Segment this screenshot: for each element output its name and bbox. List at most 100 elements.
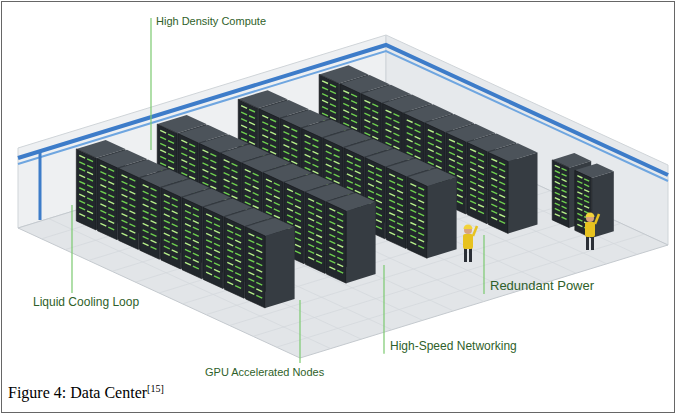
leader-line bbox=[150, 18, 151, 150]
status-light bbox=[193, 208, 199, 211]
status-light bbox=[368, 197, 374, 200]
server-rack bbox=[488, 143, 537, 233]
status-light bbox=[418, 246, 424, 249]
status-light bbox=[143, 243, 149, 246]
status-light bbox=[389, 219, 395, 222]
status-light bbox=[185, 262, 191, 265]
status-light bbox=[577, 181, 582, 183]
status-light bbox=[316, 261, 322, 264]
status-light bbox=[185, 204, 191, 207]
status-light bbox=[343, 103, 349, 106]
status-light bbox=[326, 177, 332, 180]
status-light bbox=[470, 207, 476, 210]
status-light bbox=[337, 238, 343, 241]
status-light bbox=[386, 129, 392, 132]
status-light bbox=[410, 197, 416, 200]
status-light bbox=[108, 201, 114, 204]
status-light bbox=[214, 224, 220, 227]
status-light bbox=[232, 176, 238, 179]
status-light bbox=[555, 171, 560, 173]
status-light bbox=[326, 158, 332, 161]
status-light bbox=[270, 138, 276, 141]
status-light bbox=[478, 159, 484, 162]
leader-line bbox=[71, 205, 72, 293]
status-light bbox=[248, 233, 254, 236]
status-light bbox=[245, 176, 251, 179]
floor bbox=[18, 115, 668, 358]
status-light bbox=[389, 174, 395, 177]
status-light bbox=[577, 219, 582, 221]
status-light bbox=[79, 155, 85, 158]
status-light bbox=[168, 141, 174, 144]
status-light bbox=[415, 156, 421, 159]
status-light bbox=[368, 177, 374, 180]
status-light bbox=[210, 173, 216, 176]
status-light bbox=[478, 179, 484, 182]
status-light bbox=[368, 184, 374, 187]
status-light bbox=[214, 250, 220, 253]
status-light bbox=[283, 132, 289, 135]
status-light bbox=[253, 199, 259, 202]
status-light bbox=[449, 165, 455, 168]
status-light bbox=[410, 216, 416, 219]
status-light bbox=[79, 201, 85, 204]
status-light bbox=[108, 208, 114, 211]
status-light bbox=[343, 110, 349, 113]
callout-label: Liquid Cooling Loop bbox=[33, 296, 139, 310]
status-light bbox=[295, 193, 301, 196]
status-light bbox=[334, 174, 340, 177]
status-light bbox=[287, 208, 293, 211]
status-light bbox=[337, 225, 343, 228]
status-light bbox=[499, 208, 505, 211]
technician-vest bbox=[585, 222, 595, 237]
status-light bbox=[386, 110, 392, 113]
status-light bbox=[428, 149, 434, 152]
status-light bbox=[376, 207, 382, 210]
status-light bbox=[164, 207, 170, 210]
status-light bbox=[100, 172, 106, 175]
status-light bbox=[160, 156, 166, 159]
status-light bbox=[397, 190, 403, 193]
status-light bbox=[316, 202, 322, 205]
status-light bbox=[410, 229, 416, 232]
status-light bbox=[351, 127, 357, 130]
status-light bbox=[337, 251, 343, 254]
status-light bbox=[407, 133, 413, 136]
status-light bbox=[79, 175, 85, 178]
status-light bbox=[122, 233, 128, 236]
status-light bbox=[202, 182, 208, 185]
status-light bbox=[262, 148, 268, 151]
status-light bbox=[337, 264, 343, 267]
status-light bbox=[376, 200, 382, 203]
status-light bbox=[87, 172, 93, 175]
status-light bbox=[143, 204, 149, 207]
status-light bbox=[457, 195, 463, 198]
status-light bbox=[491, 191, 497, 194]
status-light bbox=[295, 225, 301, 228]
rack-front bbox=[326, 202, 346, 283]
status-light bbox=[143, 230, 149, 233]
cooling-pipe bbox=[39, 152, 42, 220]
status-light bbox=[151, 188, 157, 191]
status-light bbox=[122, 227, 128, 230]
status-light bbox=[122, 175, 128, 178]
status-light bbox=[108, 214, 114, 217]
status-light bbox=[418, 233, 424, 236]
status-light bbox=[227, 282, 233, 285]
status-light bbox=[253, 180, 259, 183]
status-light bbox=[164, 246, 170, 249]
status-light bbox=[322, 87, 328, 90]
status-light bbox=[256, 256, 262, 259]
status-light bbox=[235, 266, 241, 269]
status-light bbox=[316, 248, 322, 251]
status-light bbox=[329, 221, 335, 224]
status-light bbox=[478, 166, 484, 169]
status-light bbox=[87, 191, 93, 194]
status-light bbox=[555, 198, 560, 200]
status-light bbox=[283, 138, 289, 141]
status-light bbox=[256, 282, 262, 285]
status-light bbox=[316, 254, 322, 257]
status-light bbox=[312, 139, 318, 142]
status-light bbox=[193, 227, 199, 230]
status-light bbox=[499, 214, 505, 217]
